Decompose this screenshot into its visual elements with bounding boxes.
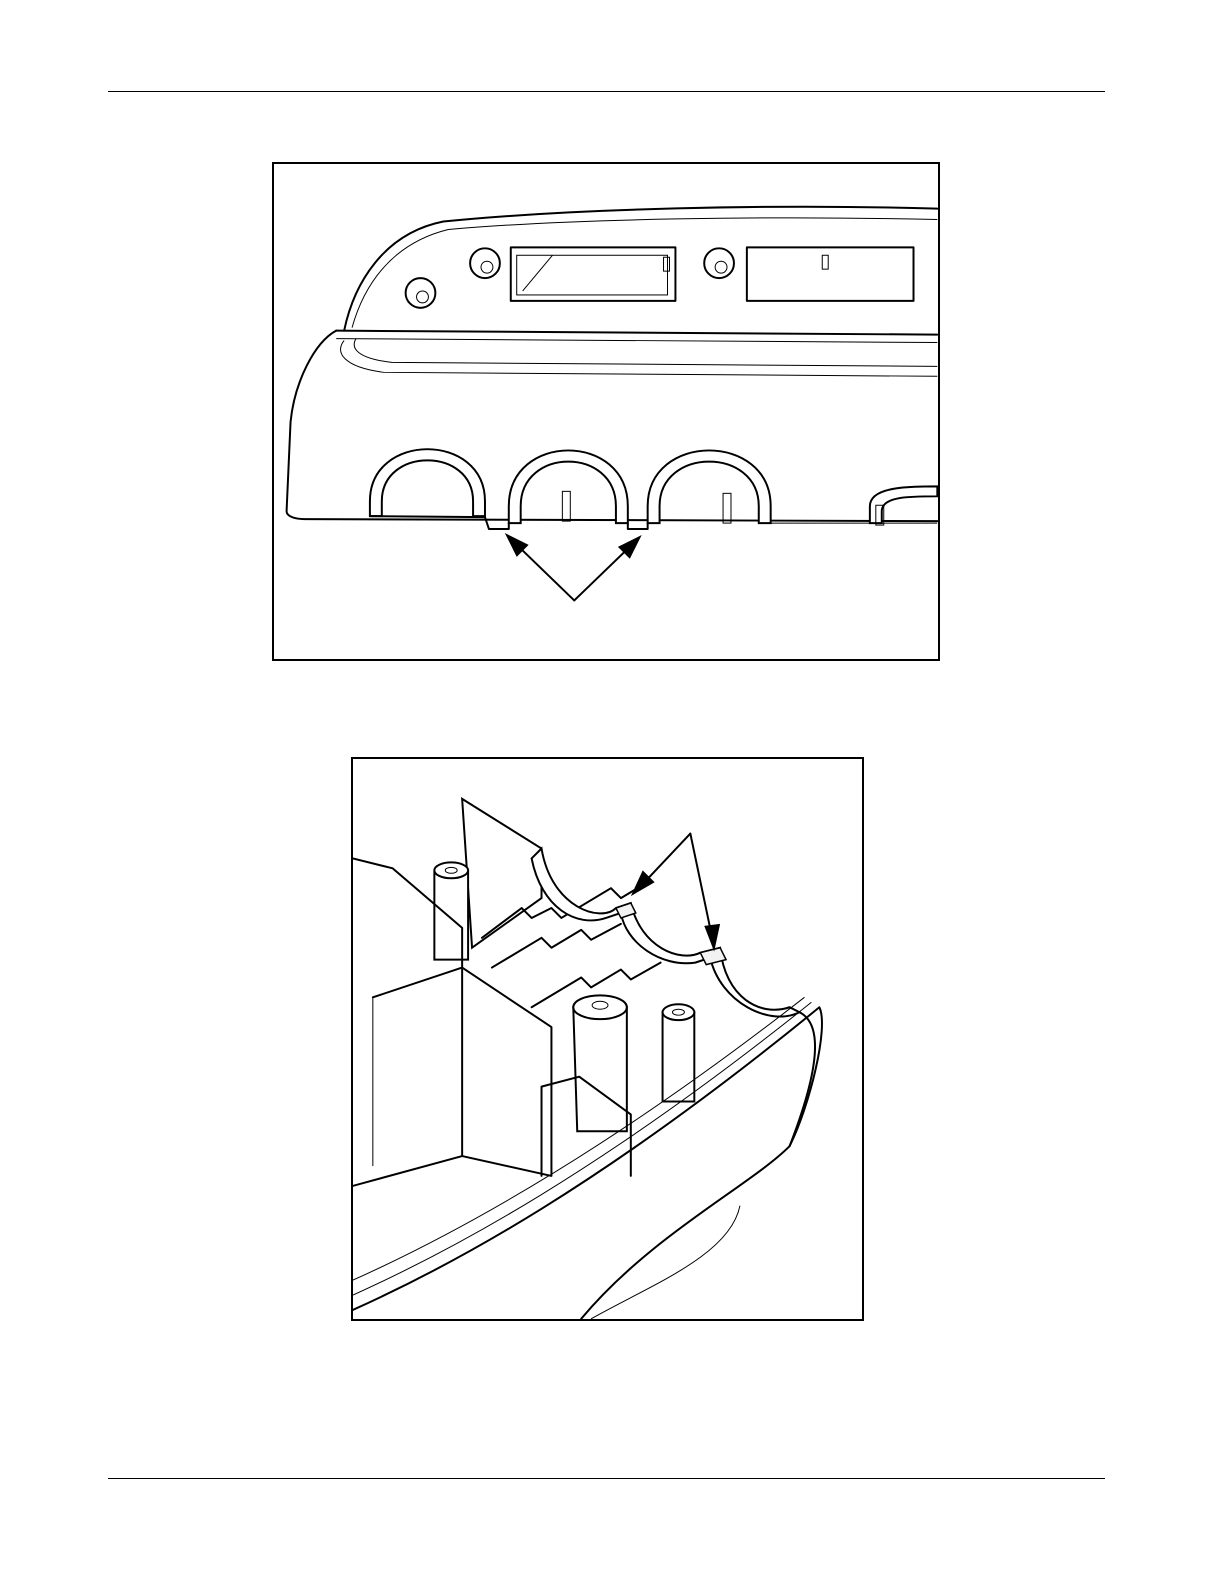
housing-side-view-illustration [274, 164, 938, 659]
port-opening [747, 247, 914, 301]
pointer-arrow-icon [574, 535, 641, 600]
mounting-post [573, 995, 627, 1131]
pointer-arrow-icon [505, 533, 574, 600]
screw-hole-icon [704, 248, 734, 278]
header-rule [108, 91, 1105, 92]
cable-arch [509, 450, 628, 523]
pointer-arrow-icon [690, 834, 720, 952]
figure-housing-interior [351, 757, 864, 1321]
housing-interior-illustration [353, 759, 862, 1319]
screw-hole-icon [406, 278, 436, 308]
screw-hole-icon [470, 248, 500, 278]
pointer-arrow-icon [631, 834, 691, 897]
figure-housing-side-view [272, 162, 940, 661]
cable-arch [648, 450, 771, 523]
footer-rule [108, 1478, 1105, 1479]
mounting-post [663, 1004, 695, 1101]
cable-arch [370, 449, 485, 516]
